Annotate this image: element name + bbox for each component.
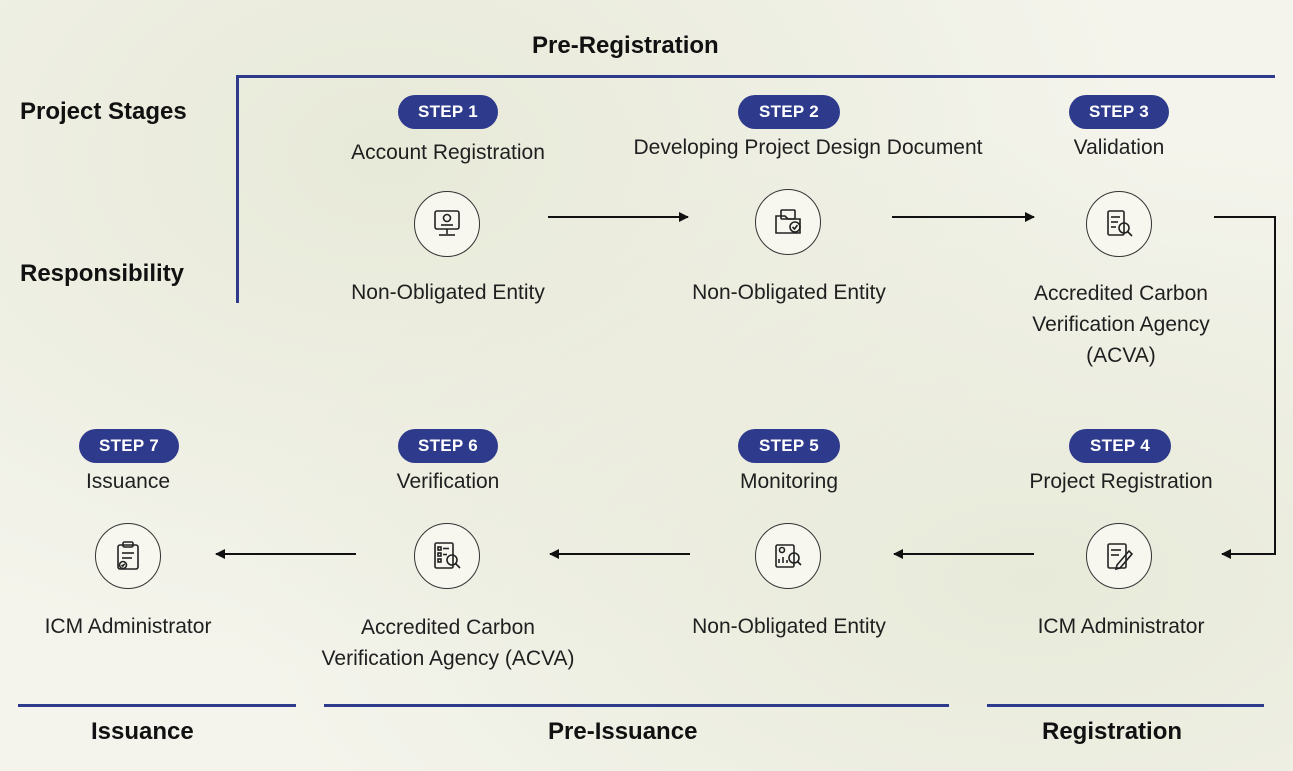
issuance-rule xyxy=(18,704,296,707)
step-3-title: Validation xyxy=(1073,136,1165,159)
step-2-responsibility: Non-Obligated Entity xyxy=(692,281,886,304)
step-6-badge: STEP 6 xyxy=(398,429,498,463)
stage-divider-vertical xyxy=(236,75,239,303)
step-7-responsibility: ICM Administrator xyxy=(44,615,212,638)
registration-rule xyxy=(987,704,1264,707)
edit-document-icon xyxy=(1107,543,1134,571)
step-5-title: Monitoring xyxy=(739,470,839,493)
step-4-icon-circle xyxy=(1086,523,1152,589)
step-5-responsibility: Non-Obligated Entity xyxy=(692,615,886,638)
checklist-search-icon xyxy=(434,542,461,569)
document-search-icon xyxy=(1107,210,1133,237)
step-3-responsibility: Accredited Carbon Verification Agency (A… xyxy=(1032,278,1209,371)
step-3-icon-circle xyxy=(1086,191,1152,257)
step-4-title: Project Registration xyxy=(1029,470,1213,493)
step-3-responsibility-line-2: Verification Agency xyxy=(1032,313,1210,336)
issuance-heading: Issuance xyxy=(91,718,194,745)
clipboard-approved-icon xyxy=(117,541,139,570)
pre-registration-heading: Pre-Registration xyxy=(532,32,719,59)
step-2-title: Developing Project Design Document xyxy=(633,136,983,159)
monitoring-report-icon xyxy=(775,544,802,568)
step-7-icon-circle xyxy=(95,523,161,589)
step-6-responsibility: Accredited Carbon Verification Agency (A… xyxy=(322,612,575,674)
pre-registration-rule xyxy=(236,75,1275,78)
registration-heading: Registration xyxy=(1042,718,1183,745)
step-3-badge: STEP 3 xyxy=(1069,95,1169,129)
step-3-responsibility-line-3: (ACVA) xyxy=(1086,344,1156,367)
computer-monitor-icon xyxy=(434,210,460,236)
step-1-icon-circle xyxy=(414,191,480,257)
step-5-icon-circle xyxy=(755,523,821,589)
document-folder-icon xyxy=(775,209,801,234)
step-1-badge: STEP 1 xyxy=(398,95,498,129)
step-6-title: Verification xyxy=(396,470,500,493)
step-5-badge: STEP 5 xyxy=(738,429,840,463)
step-1-title: Account Registration xyxy=(351,141,545,164)
project-stages-label: Project Stages xyxy=(20,98,187,125)
pre-issuance-heading: Pre-Issuance xyxy=(548,718,698,745)
step-2-badge: STEP 2 xyxy=(738,95,840,129)
step-3-responsibility-line-1: Accredited Carbon xyxy=(1034,282,1208,305)
step-6-responsibility-line-2: Verification Agency (ACVA) xyxy=(321,647,575,670)
step-4-responsibility: ICM Administrator xyxy=(1037,615,1205,638)
step-1-responsibility: Non-Obligated Entity xyxy=(351,281,545,304)
step-6-responsibility-line-1: Accredited Carbon xyxy=(361,616,535,639)
step-6-icon-circle xyxy=(414,523,480,589)
step-4-badge: STEP 4 xyxy=(1069,429,1171,463)
step-7-title: Issuance xyxy=(85,470,171,493)
step-2-icon-circle xyxy=(755,189,821,255)
step-7-badge: STEP 7 xyxy=(79,429,179,463)
pre-issuance-rule xyxy=(324,704,949,707)
responsibility-label: Responsibility xyxy=(20,260,185,287)
